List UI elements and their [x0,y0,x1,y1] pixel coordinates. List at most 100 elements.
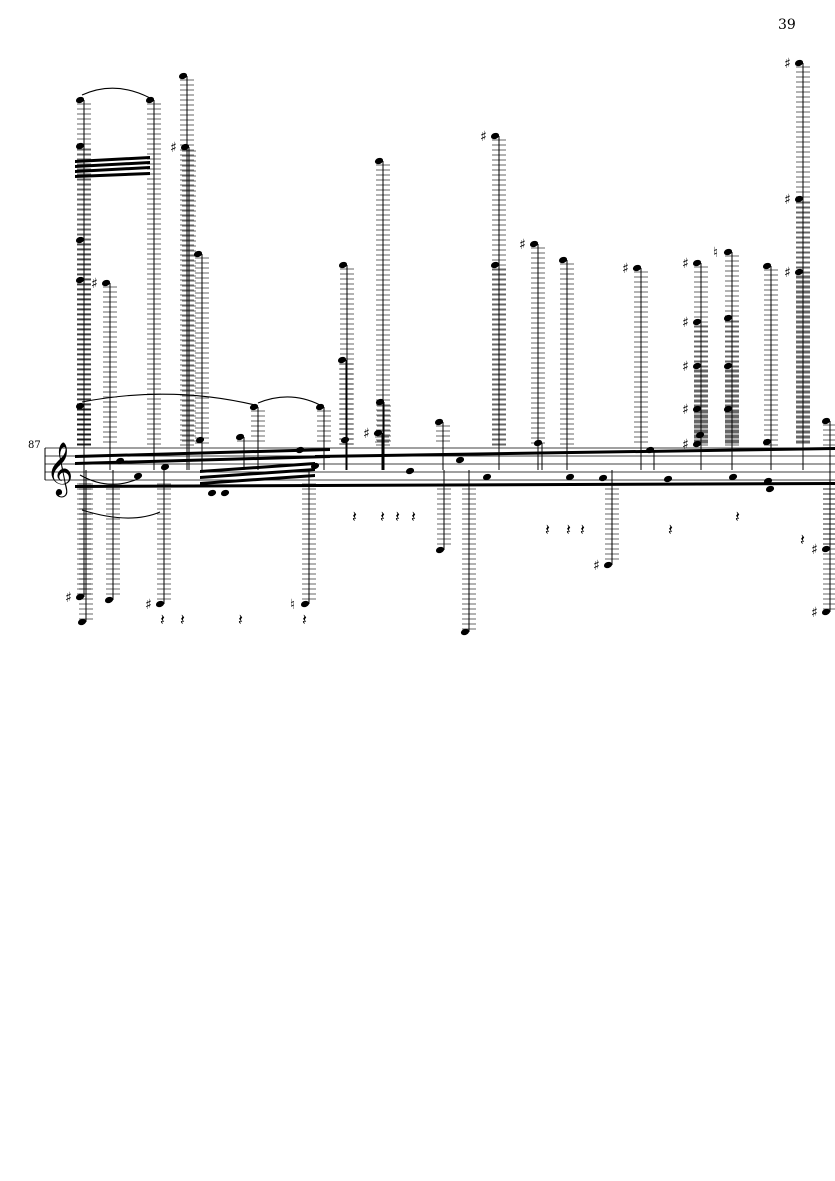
slur [79,474,141,485]
beam [200,462,315,473]
notehead [375,398,385,406]
sharp-icon: ♯ [363,426,370,442]
notehead [180,143,190,151]
rest-icon: 𝄽 [395,507,400,526]
sharp-icon: ♯ [682,256,689,272]
notehead [490,132,500,140]
notehead [435,546,445,554]
sharp-icon: ♯ [682,402,689,418]
notehead [723,405,733,413]
notehead [762,262,772,270]
sharp-icon: ♯ [784,192,791,208]
notehead [692,259,702,267]
notehead [405,467,415,475]
notehead [160,463,170,471]
sharp-icon: ♯ [145,597,152,613]
notehead [133,472,143,480]
notehead [632,264,642,272]
notehead [101,279,111,287]
notehead [315,403,325,411]
sharp-icon: ♯ [682,437,689,453]
sharp-icon: ♯ [784,56,791,72]
notehead [723,248,733,256]
natural-icon: ♮ [713,245,718,261]
notehead [75,236,85,244]
notehead [765,485,775,493]
sharp-icon: ♯ [784,265,791,281]
notehead [295,446,305,454]
slur [81,509,161,519]
notehead [695,431,705,439]
notehead [565,473,575,481]
notehead [794,268,804,276]
notehead [75,96,85,104]
notehead [75,276,85,284]
notehead [763,477,773,485]
rest-icon: 𝄽 [380,507,385,526]
notehead [75,593,85,601]
sharp-icon: ♯ [91,276,98,292]
accidentals: ♯♯♯♯♮♯♯♯♯♯♯♯♯♯♯♮♯♯♯♯♯ [65,56,818,621]
notehead [249,403,259,411]
rest-icon: 𝄽 [352,507,357,526]
notehead [77,618,87,626]
slur [257,396,321,406]
notehead [310,462,320,470]
sharp-icon: ♯ [622,261,629,277]
notehead [794,195,804,203]
beams [75,156,835,488]
notehead [300,600,310,608]
notehead [645,446,655,454]
notehead [663,475,673,483]
rest-icon: 𝄽 [735,507,740,526]
notehead [723,362,733,370]
notehead [75,142,85,150]
ledger-lines [77,66,835,630]
notehead [460,628,470,636]
sharp-icon: ♯ [519,237,526,253]
rest-icon: 𝄽 [545,520,550,539]
slur [81,87,151,99]
notehead [340,436,350,444]
sharp-icon: ♯ [480,129,487,145]
notehead [75,402,85,410]
notehead [155,600,165,608]
notehead [692,405,702,413]
notehead [794,59,804,67]
notehead [337,356,347,364]
note-stems [83,63,831,632]
beam [75,448,330,458]
notehead [603,561,613,569]
notehead [490,261,500,269]
notehead [728,473,738,481]
slurs [79,87,321,519]
beam [200,474,315,485]
rest-icon: 𝄽 [160,610,165,629]
sharp-icon: ♯ [593,558,600,574]
notehead [723,314,733,322]
notehead [220,489,230,497]
natural-icon: ♮ [290,597,295,613]
rest-icon: 𝄽 [411,507,416,526]
notehead [821,417,831,425]
rest-icon: 𝄽 [566,520,571,539]
notehead [338,261,348,269]
treble-clef-icon: 𝄞 [46,441,73,497]
notehead [178,72,188,80]
beam [75,161,150,168]
beam [75,482,835,488]
staff [44,447,835,481]
measure-number: 87 [28,440,41,451]
notehead [692,318,702,326]
beam [75,156,150,163]
beam [75,455,330,465]
beam [315,447,835,458]
notehead [207,489,217,497]
notehead [821,545,831,553]
sharp-icon: ♯ [65,590,72,606]
notehead [374,157,384,165]
notehead [145,96,155,104]
notehead [115,457,125,465]
sharp-icon: ♯ [682,359,689,375]
rest-icon: 𝄽 [800,530,805,549]
